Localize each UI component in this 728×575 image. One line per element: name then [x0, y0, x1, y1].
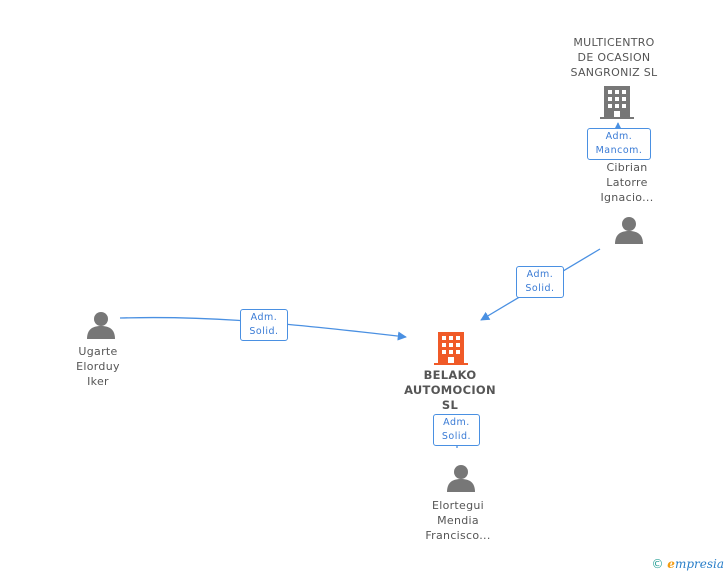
node-label-cibrian[interactable]: Cibrian Latorre Ignacio... — [600, 161, 654, 204]
role-badge[interactable]: Adm. Mancom. — [587, 128, 651, 160]
building-icon[interactable] — [434, 330, 468, 366]
node-label-elortegui[interactable]: Elortegui Mendia Francisco... — [425, 499, 491, 542]
copyright-symbol: © — [651, 557, 664, 571]
person-icon[interactable] — [86, 310, 116, 340]
brand-logo: empresia — [667, 557, 724, 571]
person-icon[interactable] — [446, 463, 476, 493]
role-badge[interactable]: Adm. Solid. — [516, 266, 564, 298]
node-label-belako[interactable]: BELAKO AUTOMOCION SL — [404, 368, 496, 412]
person-icon[interactable] — [614, 215, 644, 245]
role-badge[interactable]: Adm. Solid. — [240, 309, 288, 341]
empresia-watermark: © empresia — [651, 557, 724, 571]
building-icon[interactable] — [600, 84, 634, 120]
node-label-multicentro[interactable]: MULTICENTRO DE OCASION SANGRONIZ SL — [570, 36, 658, 79]
edge-ugarte-belako — [119, 316, 407, 341]
role-badge[interactable]: Adm. Solid. — [433, 414, 480, 446]
node-label-ugarte[interactable]: Ugarte Elorduy Iker — [76, 345, 120, 388]
